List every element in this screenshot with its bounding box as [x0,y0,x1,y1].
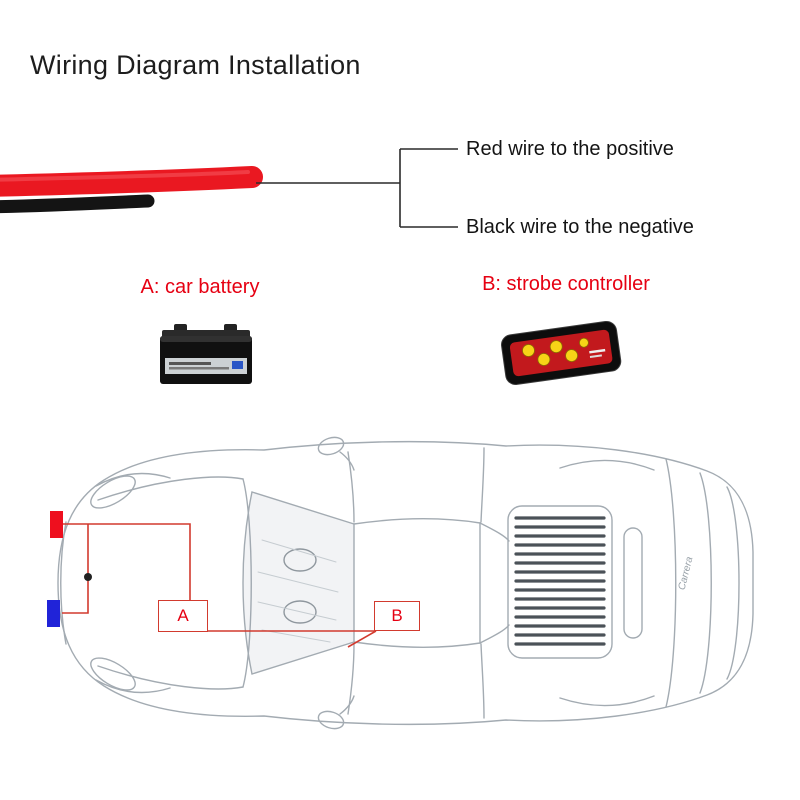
route-red-marker-to-a [63,523,191,600]
car-body-outline [57,440,754,726]
hood-line-top [97,476,244,501]
a-pillar-top [251,491,355,525]
controller-location-box: B [374,601,420,631]
controller-button [549,340,563,354]
rear-deck-line-1 [665,458,677,708]
engine-grille-frame [507,505,613,659]
rear-deck-line-2 [699,472,712,694]
red-wire-callout-label: Red wire to the positive [466,138,674,160]
wheel-arch-front-top [95,472,171,487]
rear-bumper-line [726,486,740,680]
front-bumper-line [60,521,67,645]
side-mirror-top [317,436,345,456]
door-seam-rear-bottom [480,643,485,719]
route-b-tail [347,630,377,648]
wheel-arch-front-bottom [95,679,171,694]
controller-text-mark-1 [589,348,606,354]
controller-button [537,353,551,366]
cockpit-hatching [257,539,339,643]
rear-window-taper-bottom [479,624,510,644]
wheel-arch-rear-top [559,459,655,471]
black-wire-callout-label: Black wire to the negative [466,216,694,238]
roof-side-bottom [353,641,481,649]
battery-location-box: A [158,600,208,632]
side-mirror-bottom [317,710,345,730]
wire-illustration [0,166,263,214]
route-junction-dot [84,573,92,581]
strobe-controller-illustration [501,320,622,386]
windshield-shade [243,492,354,674]
rear-window-taper-top [479,522,510,542]
battery-caption: A: car battery [140,276,260,298]
door-seam-front-bottom [347,643,355,715]
seat-right [283,600,317,624]
callout-lines [256,148,458,228]
door-seam-front-top [347,451,355,523]
red-wire [0,166,263,197]
controller-button-small [579,337,589,348]
car-battery-illustration [160,324,252,384]
controller-button [522,344,535,357]
hood-line-bottom [97,665,244,690]
car-top-view-illustration [57,436,754,730]
red-wire-highlight [0,170,250,182]
battery-location-label: A [177,606,189,625]
battery-label-chip [232,361,243,369]
headlight-right [90,657,136,691]
route-to-blue-marker [62,524,89,614]
battery-body-highlight [160,336,252,342]
side-mirror-top-stalk [339,451,355,471]
controller-location-label: B [391,606,403,625]
door-seam-rear-top [480,447,485,523]
controller-caption: B: strobe controller [482,273,650,295]
page-title: Wiring Diagram Installation [30,50,361,80]
red-strobe-light-marker [50,511,63,538]
headlight-left [90,475,136,509]
windshield-front-edge [242,491,253,675]
controller-button [565,349,578,362]
controller-text-mark-2 [589,354,603,359]
seat-left [283,548,317,572]
battery-label-text-line-1 [169,362,211,365]
a-pillar-bottom [251,641,355,675]
blue-strobe-light-marker [47,600,60,627]
trunk-rear-edge [242,478,252,688]
side-mirror-bottom-stalk [339,695,355,715]
spoiler-element [623,527,643,639]
battery-label-text-line-2 [169,367,229,370]
roof-side-top [353,517,481,525]
wheel-arch-rear-bottom [559,695,655,707]
engine-grille-slats [514,516,606,646]
black-wire [0,194,155,214]
wiring-route-lines [62,523,377,648]
